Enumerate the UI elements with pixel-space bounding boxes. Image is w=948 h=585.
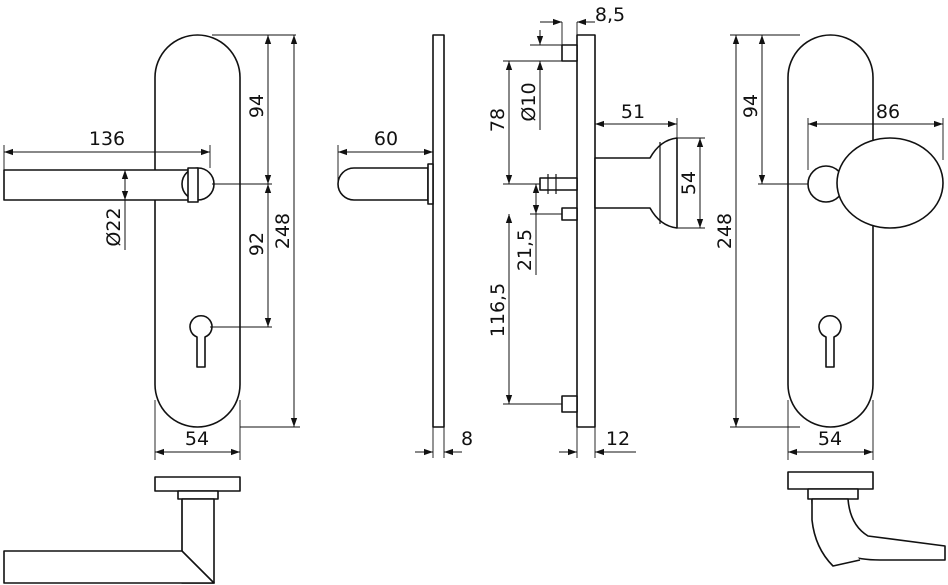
dim-plate-height: 248 xyxy=(272,213,294,249)
knob-backplate xyxy=(787,34,874,428)
dim-lever-diameter: Ø22 xyxy=(103,207,125,246)
lever-top-rose xyxy=(177,490,219,500)
lever-side-view: 60 8 xyxy=(337,34,473,458)
lever-top-grip xyxy=(3,550,215,584)
knob-top-fixing xyxy=(561,44,578,62)
knob-side-plate xyxy=(576,34,596,428)
lever-handle xyxy=(3,169,197,201)
knob-side-view: 8,5 Ø10 78 21,5 116,5 51 54 xyxy=(487,4,705,458)
knob-front-knob xyxy=(836,137,944,229)
dim-knob-plate-height: 248 xyxy=(714,213,736,249)
dim-knob-projection: 51 xyxy=(621,101,645,123)
dim-knob-plate-width: 54 xyxy=(818,428,842,450)
lever-side-handle xyxy=(337,167,429,201)
dim-plate-width: 54 xyxy=(185,428,209,450)
dim-knob-upper-to-spindle: 94 xyxy=(740,94,762,118)
dim-screw-spacing: 116,5 xyxy=(487,283,509,337)
lever-backplate xyxy=(154,34,241,428)
knob-spindle-fixing xyxy=(539,177,578,191)
dim-upper-to-spindle: 94 xyxy=(246,94,268,118)
knob-top-plate xyxy=(787,471,874,490)
dim-top-to-spindle: 78 xyxy=(487,108,509,132)
dim-knob-width: 86 xyxy=(876,101,900,123)
dim-plate-thickness: 8 xyxy=(461,428,473,450)
lever-side-rose xyxy=(427,163,434,205)
knob-front-view: 94 86 248 54 xyxy=(714,34,944,460)
knob-top-rose xyxy=(807,488,859,500)
knob-side-knob xyxy=(594,137,678,229)
dim-knob-diameter: 54 xyxy=(678,171,700,195)
lever-top-plate xyxy=(154,476,241,492)
dim-projection: 60 xyxy=(374,128,398,150)
knob-top-view xyxy=(787,471,946,567)
lever-grip-end xyxy=(187,167,199,203)
knob-keyhole-icon xyxy=(818,315,842,368)
dim-hole-diameter: Ø10 xyxy=(518,82,540,121)
lever-top-view xyxy=(3,476,241,584)
lever-side-plate xyxy=(432,34,445,428)
dim-top-offset: 8,5 xyxy=(595,4,625,26)
knob-lower-screw xyxy=(561,395,578,413)
keyhole-icon xyxy=(189,315,213,368)
dim-lever-length: 136 xyxy=(89,128,125,150)
lever-front-view: 136 Ø22 94 92 248 54 xyxy=(3,34,300,460)
knob-upper-screw xyxy=(561,207,578,221)
dim-spindle-to-screw: 21,5 xyxy=(514,229,536,271)
dim-spindle-to-cylinder: 92 xyxy=(246,232,268,256)
knob-top-stem xyxy=(811,499,861,567)
dim-knob-plate-thickness: 12 xyxy=(606,428,630,450)
